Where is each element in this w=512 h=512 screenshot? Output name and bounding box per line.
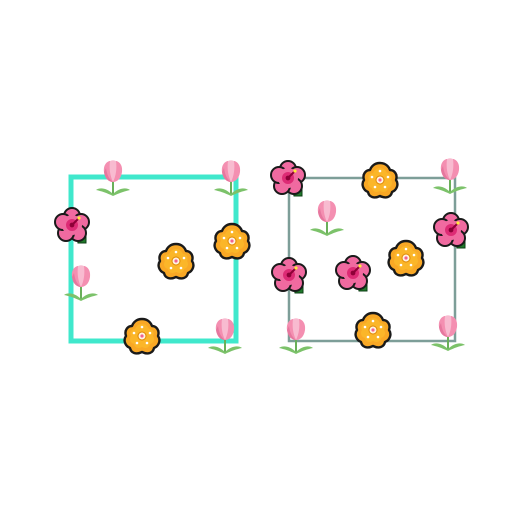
tulip-icon — [309, 199, 345, 237]
blossom-icon — [123, 317, 161, 355]
blossom-icon — [213, 222, 251, 260]
tulip-icon — [432, 157, 468, 195]
hibiscus-icon — [433, 212, 469, 249]
blossom-icon — [361, 161, 399, 199]
hibiscus-icon — [335, 255, 371, 292]
hibiscus-icon — [54, 207, 90, 244]
hibiscus-icon — [270, 160, 306, 197]
hibiscus-icon — [271, 257, 307, 294]
left-group-border — [68, 174, 239, 344]
tulip-icon — [278, 317, 314, 355]
blossom-icon — [387, 239, 425, 277]
blossom-icon — [354, 311, 392, 349]
tulip-icon — [430, 314, 466, 352]
right-group — [270, 157, 469, 355]
left-group — [54, 159, 251, 355]
blossom-icon — [157, 242, 195, 280]
